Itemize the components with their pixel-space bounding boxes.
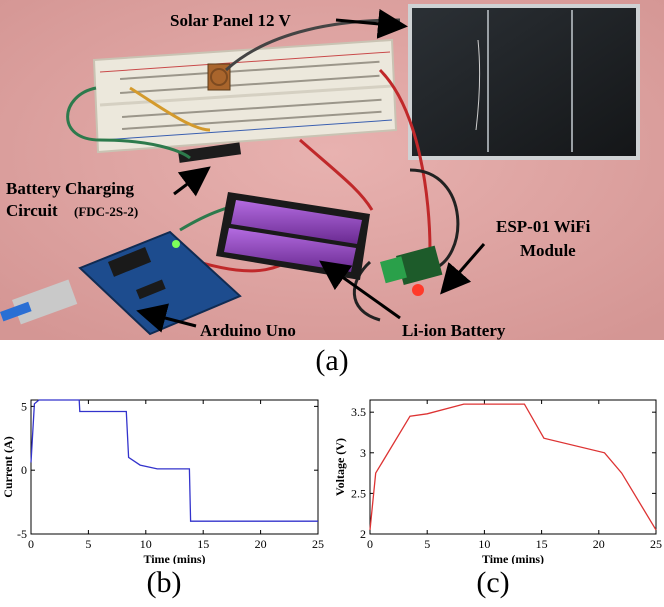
plot-frame <box>369 399 657 535</box>
panel-label-c: (c) <box>476 566 510 599</box>
y-tick-label: 3 <box>360 446 366 460</box>
esp01-arrow <box>440 243 486 295</box>
x-tick-label: 10 <box>140 537 152 551</box>
charging-circuit-arrow <box>173 166 211 197</box>
x-tick-label: 10 <box>478 537 490 551</box>
breadboard <box>92 38 398 154</box>
panel-label-a: (a) <box>315 344 349 377</box>
x-tick-label: 15 <box>536 537 548 551</box>
x-tick-label: 20 <box>593 537 605 551</box>
battery-callout: Li-ion Battery <box>402 321 506 340</box>
series-line <box>30 399 318 522</box>
li-ion-battery-pack <box>216 192 370 280</box>
plot-frame <box>30 399 319 535</box>
y-tick-label: 5 <box>21 399 27 413</box>
hardware-setup-photo: Solar Panel 12 V Battery Charging Circui… <box>0 0 664 340</box>
arduino-callout: Arduino Uno <box>200 321 296 340</box>
x-axis-label: Time (mins) <box>482 552 544 564</box>
charging-circuit-callout-line2: Circuit <box>6 201 58 220</box>
y-tick-label: -5 <box>17 527 27 541</box>
charging-circuit-callout-line1: Battery Charging <box>6 179 134 198</box>
x-tick-label: 25 <box>312 537 324 551</box>
x-tick-label: 0 <box>28 537 34 551</box>
y-axis-label: Voltage (V) <box>333 438 347 496</box>
arduino-arrow <box>136 303 197 333</box>
esp01-callout-line1: ESP-01 WiFi <box>496 217 591 236</box>
charging-circuit-part-number: (FDC-2S-2) <box>74 204 138 219</box>
esp01-wifi-module <box>380 245 443 296</box>
x-tick-label: 25 <box>650 537 662 551</box>
solar-panel <box>408 4 640 160</box>
x-tick-label: 15 <box>197 537 209 551</box>
battery-arrow <box>319 260 401 320</box>
y-tick-label: 2.5 <box>351 486 366 500</box>
panel-label-b: (b) <box>146 566 182 599</box>
esp01-callout-line2: Module <box>520 241 576 260</box>
y-tick-label: 2 <box>360 527 366 541</box>
series-line <box>369 403 657 531</box>
x-tick-label: 20 <box>255 537 267 551</box>
x-tick-label: 5 <box>85 537 91 551</box>
solar-panel-arrow <box>335 8 408 39</box>
solar-panel-callout: Solar Panel 12 V <box>170 11 291 30</box>
y-tick-label: 0 <box>21 463 27 477</box>
arduino-uno-board <box>0 230 242 336</box>
y-axis-label: Current (A) <box>1 436 15 497</box>
x-axis-label: Time (mins) <box>143 552 205 564</box>
y-tick-label: 3.5 <box>351 405 366 419</box>
x-tick-label: 0 <box>367 537 373 551</box>
x-tick-label: 5 <box>424 537 430 551</box>
charging-circuit-board <box>178 142 242 163</box>
